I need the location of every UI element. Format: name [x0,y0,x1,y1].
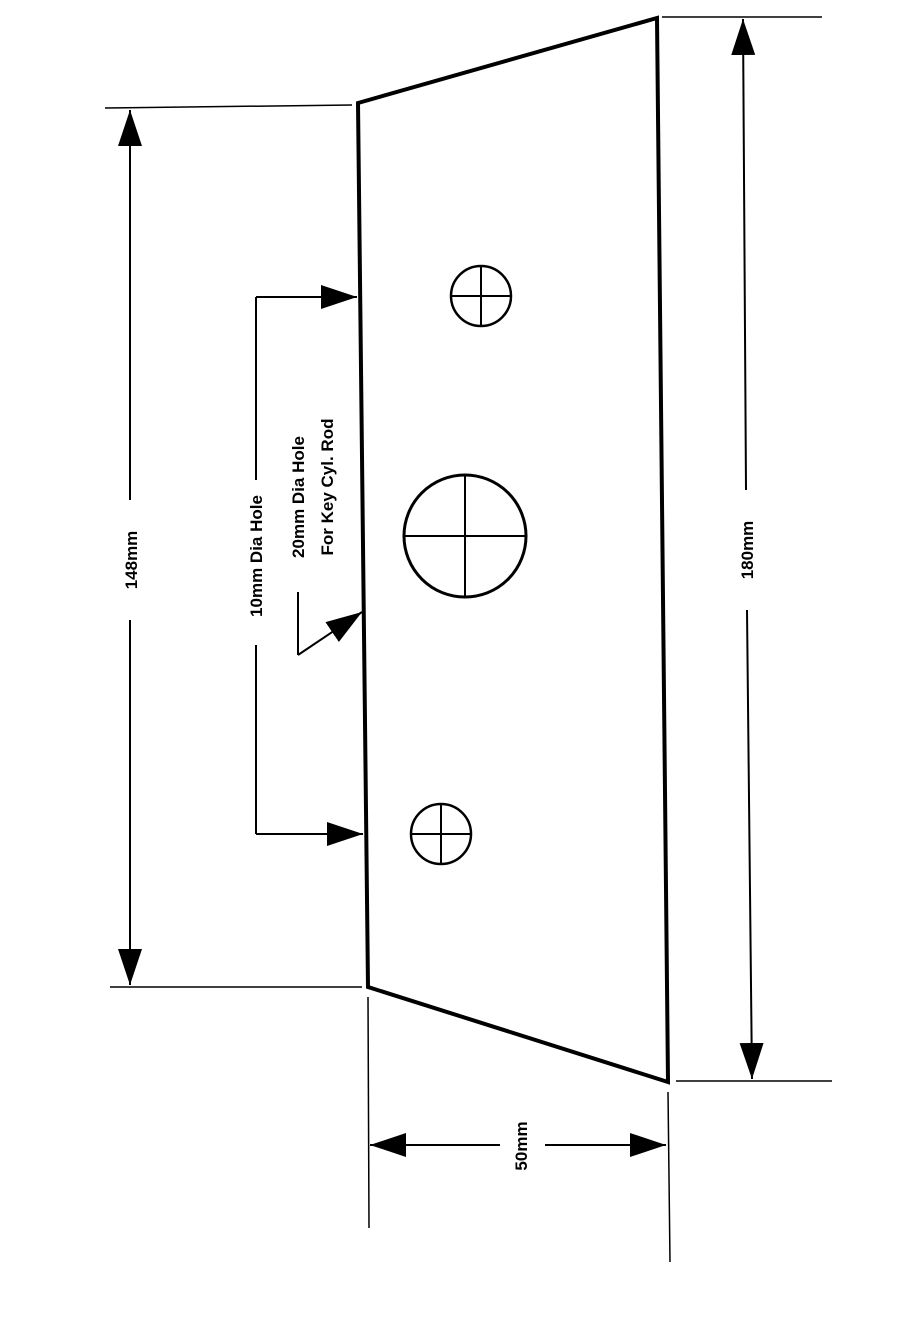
extension-lines [104,16,832,1263]
small-hole-label: 10mm Dia Hole [247,495,266,617]
lower-small-hole [409,802,473,866]
plate-outline [355,15,671,1085]
dimension-180mm: 180mm [731,18,764,1080]
large-center-hole [402,473,528,599]
upper-small-hole [449,264,513,328]
dim-148mm-label: 148mm [122,531,141,590]
leader-20mm-hole: 20mm Dia Hole For Key Cyl. Rod [289,419,363,656]
large-hole-label-line2: For Key Cyl. Rod [318,419,337,556]
large-hole-label-line1: 20mm Dia Hole [289,436,308,558]
dim-50mm-label: 50mm [512,1121,531,1170]
leader-10mm-hole: 10mm Dia Hole [247,285,363,846]
dimension-148mm: 148mm [118,110,142,985]
dim-180mm-label: 180mm [738,521,757,580]
dimension-50mm: 50mm [370,1121,666,1171]
